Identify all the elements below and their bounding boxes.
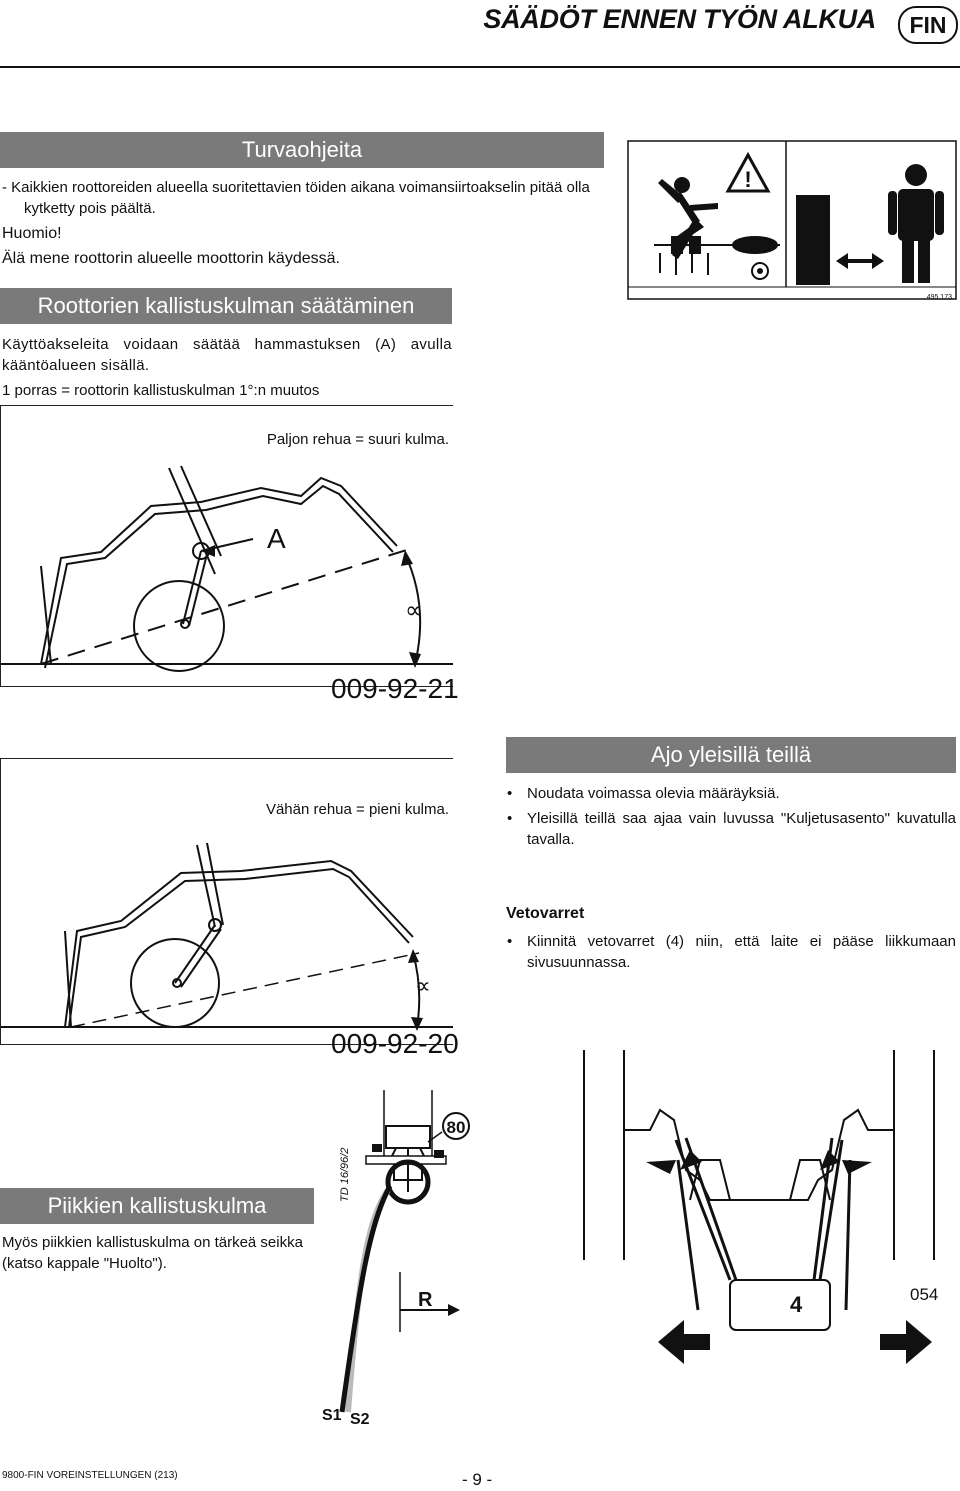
figure-caption: Vähän rehua = pieni kulma.: [265, 801, 449, 818]
list-item: Noudata voimassa olevia määräyksiä.: [506, 783, 956, 804]
label-r: R: [418, 1289, 433, 1311]
safety-heading: Turvaohjeita: [0, 132, 604, 168]
figure-small-angle: Vähän rehua = pieni kulma. ∝ 009-92-20: [0, 758, 459, 1059]
tine-heading: Piikkien kallistuskulma: [0, 1188, 314, 1224]
list-item: Yleisillä teillä saa ajaa vain luvussa "…: [506, 808, 956, 850]
safety-text: - Kaikkien roottoreiden alueella suorite…: [2, 177, 606, 269]
standing-person-icon: [888, 164, 944, 283]
drawbars-heading: Vetovarret: [506, 905, 585, 922]
road-heading: Ajo yleisillä teillä: [506, 737, 956, 773]
sign-code: 495.173: [927, 294, 952, 301]
warning-triangle-icon: !: [725, 151, 771, 193]
label-a: A: [267, 523, 286, 554]
note-text: Älä mene roottorin alueelle moottorin kä…: [2, 250, 340, 267]
warning-sign: !: [620, 133, 960, 303]
drawbar-figure: 4 054: [580, 1050, 960, 1380]
label-80: 80: [447, 1118, 466, 1137]
footer-doc-code: 9800-FIN VOREINSTELLUNGEN (213): [2, 1470, 178, 1481]
rotor-tilt-heading: Roottorien kallistuskulman säätäminen: [0, 288, 452, 324]
figure-caption: Paljon rehua = suuri kulma.: [266, 431, 449, 448]
note-label: Huomio!: [2, 225, 62, 242]
angle-symbol: ∝: [415, 973, 431, 998]
road-bullets: Noudata voimassa olevia määräyksiä. Ylei…: [506, 783, 956, 854]
label-s1: S1: [322, 1407, 342, 1424]
distance-arrow-icon: [836, 253, 884, 269]
rotor-drawing: A ∝ 009-92-21: [1, 465, 459, 704]
tine-paragraph: Myös piikkien kallistuskulma on tärkeä s…: [2, 1234, 303, 1272]
rotor-drawing: ∝ 009-92-20: [1, 842, 459, 1059]
page-number: - 9 -: [462, 1470, 493, 1489]
language-badge: FIN: [898, 6, 958, 44]
drawbars-bullets: Kiinnitä vetovarret (4) niin, että laite…: [506, 931, 956, 977]
figure-large-angle: Paljon rehua = suuri kulma. A ∝ 009-92-2…: [0, 405, 459, 704]
label-4: 4: [790, 1292, 803, 1317]
rotor-tilt-step-note: 1 porras = roottorin kallistuskulman 1°:…: [2, 382, 320, 399]
figure-ref: 009-92-21: [331, 673, 459, 704]
angle-symbol: ∝: [405, 597, 422, 624]
warning-symbol: !: [744, 167, 751, 192]
rotor-tilt-paragraph: Käyttöakseleita voidaan säätää hammastuk…: [2, 336, 452, 374]
label-s2: S2: [350, 1411, 370, 1428]
falling-person-icon: [658, 177, 718, 259]
drawbar-figure-ref: 054: [910, 1285, 938, 1304]
right-arrow-icon: [880, 1320, 932, 1364]
left-arrow-icon: [658, 1320, 710, 1364]
barrier-icon: [796, 195, 830, 285]
machine-icon: [654, 236, 780, 280]
list-item: Kiinnitä vetovarret (4) niin, että laite…: [506, 931, 956, 973]
figure-ref: 009-92-20: [331, 1028, 459, 1059]
header-rule: [0, 66, 960, 68]
tine-figure-ref: TD 16/96/2: [339, 1148, 351, 1202]
page-title: SÄÄDÖT ENNEN TYÖN ALKUA: [483, 4, 876, 34]
tine-figure: TD 16/96/2 80 R S1 S2: [320, 1082, 480, 1432]
safety-item: - Kaikkien roottoreiden alueella suorite…: [2, 179, 590, 217]
